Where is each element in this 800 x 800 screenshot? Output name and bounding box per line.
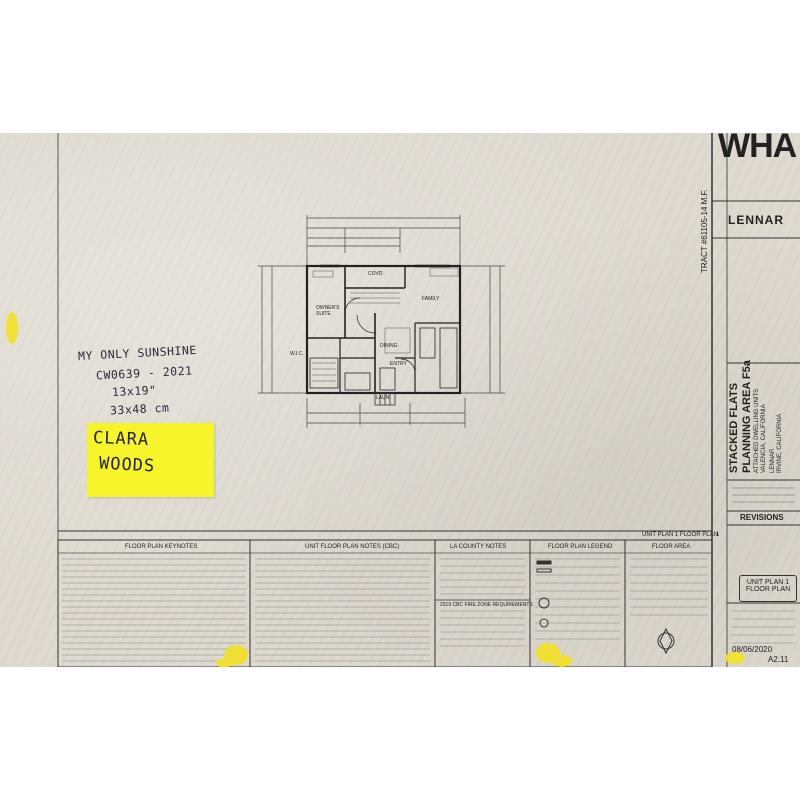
- sheet-date: 08/06/2020: [732, 645, 773, 654]
- firm-logo: WHA: [718, 133, 797, 165]
- sticky-note-line1: CLARA: [92, 428, 150, 450]
- client-city: IRVINE, CALIFORNIA: [777, 413, 783, 473]
- tract-label: TRACT #61105-14 M.F.: [700, 189, 709, 273]
- fire-header: 2019 CBC FIRE ZONE REQUIREMENTS: [440, 602, 533, 608]
- sheet-label: UNIT PLAN 1 FLOOR PLAN: [642, 532, 718, 538]
- sheet-title-1: UNIT PLAN 1: [746, 579, 790, 586]
- sheet-title-box: UNIT PLAN 1 FLOOR PLAN: [739, 575, 797, 602]
- paint-smudge: [6, 312, 745, 667]
- sheet-number: A2.11: [768, 655, 789, 664]
- blueprint-drawing: [6, 133, 800, 667]
- north-arrow: [657, 627, 675, 655]
- builder-logo: LENNAR: [728, 213, 784, 227]
- sticky-note-line2: WOODS: [98, 453, 156, 477]
- legend-header: FLOOR PLAN LEGEND: [548, 544, 613, 550]
- county-notes-header: LA COUNTY NOTES: [450, 544, 507, 550]
- room-covered: COVD: [368, 271, 383, 277]
- room-dining: DINING: [380, 343, 398, 349]
- room-owners-suite: OWNER'S SUITE: [316, 305, 340, 317]
- sticky-note: CLARA WOODS: [87, 423, 214, 497]
- sheet-number-box: 1: [716, 532, 720, 538]
- room-laundry: LAUN: [376, 395, 390, 401]
- keynotes-header: FLOOR PLAN KEYNOTES: [125, 544, 198, 550]
- project-subtitle-2: VALENCIA, CALIFORNIA: [761, 404, 767, 473]
- area-header: FLOOR AREA: [652, 544, 691, 550]
- handwritten-size-inches: 13x19": [111, 382, 157, 400]
- room-wic: W.I.C.: [290, 351, 304, 357]
- revisions-label: REVISIONS: [740, 513, 784, 522]
- client-name: LENNAR: [770, 448, 776, 473]
- blueprint-sheet: WHA LENNAR TRACT #61105-14 M.F. STACKED …: [0, 133, 800, 667]
- project-title-1: STACKED FLATS: [728, 382, 740, 473]
- unit-notes-header: UNIT FLOOR PLAN NOTES (CBC): [305, 544, 400, 550]
- room-family: FAMILY: [422, 296, 440, 302]
- project-subtitle-1: ATTACHED DWELLING UNITS: [754, 388, 760, 473]
- room-entry: ENTRY: [390, 361, 407, 367]
- project-title-2: PLANNING AREA F5a: [741, 360, 753, 473]
- sheet-title-2: FLOOR PLAN: [745, 586, 791, 593]
